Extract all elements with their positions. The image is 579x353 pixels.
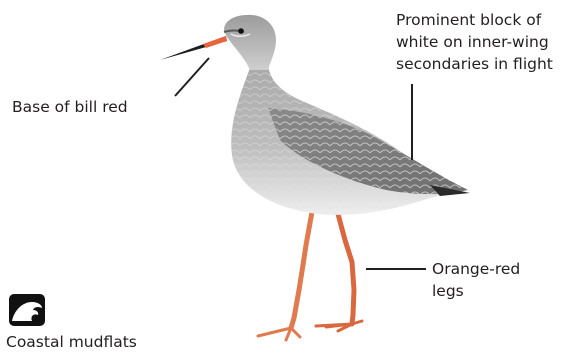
legs-annotation-line-1: Orange-red (432, 258, 520, 280)
habitat-label: Coastal mudflats (6, 331, 137, 353)
bill-pointer (175, 58, 209, 96)
bill-annotation-text: Base of bill red (12, 98, 128, 116)
wing-annotation-line-3: secondaries in flight (396, 53, 553, 75)
wing-annotation-line-2: white on inner-wing (396, 31, 553, 53)
bird-head (224, 15, 276, 70)
bird-legs (258, 212, 362, 340)
legs-annotation: Orange-red legs (432, 258, 520, 302)
bird-bill (160, 36, 227, 60)
habitat-label-text: Coastal mudflats (6, 333, 137, 351)
bill-annotation: Base of bill red (12, 96, 128, 118)
wave-icon (8, 293, 46, 327)
wing-annotation: Prominent block of white on inner-wing s… (396, 9, 553, 75)
legs-annotation-line-2: legs (432, 280, 520, 302)
wing-annotation-line-1: Prominent block of (396, 9, 553, 31)
